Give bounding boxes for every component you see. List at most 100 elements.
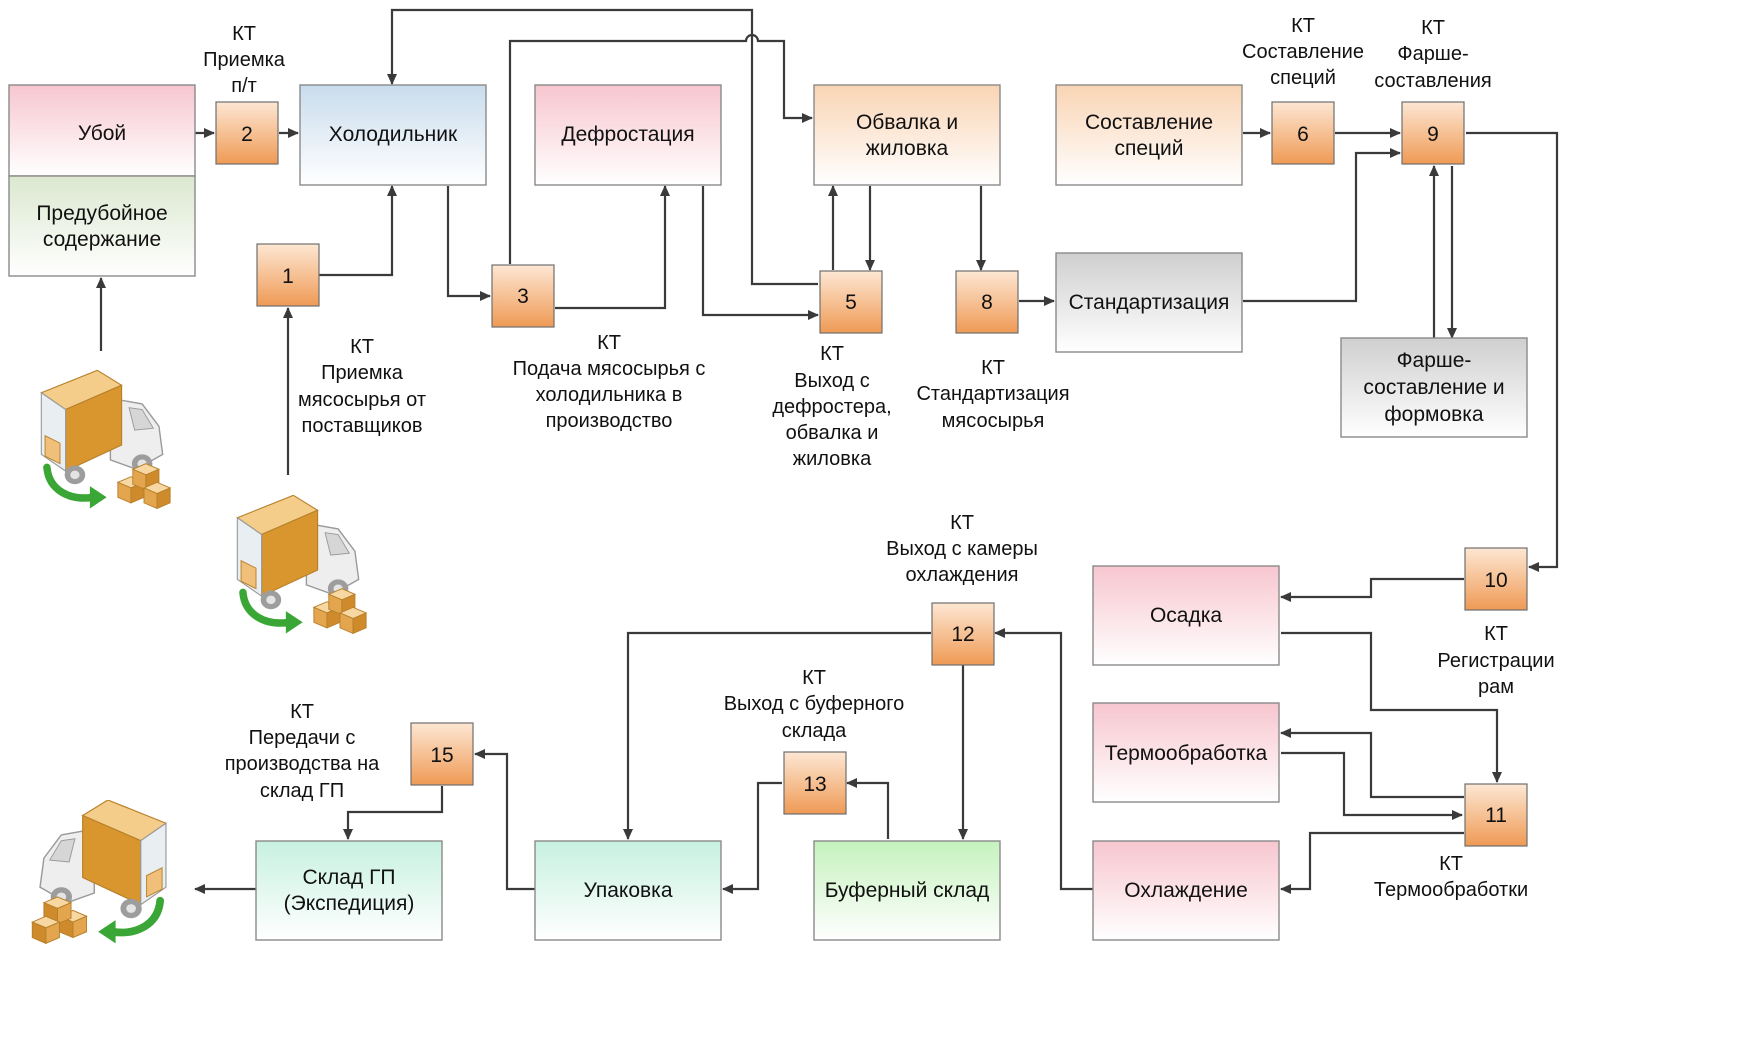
label-cp10-line-2: Регистрации bbox=[1437, 650, 1554, 672]
label-cp3-line-3: холодильника в bbox=[536, 384, 683, 406]
label-cp9: КТ Фарше- составления bbox=[1374, 17, 1491, 92]
box-holod-shape bbox=[299, 84, 487, 186]
label-cp3-line-4: производство bbox=[546, 410, 673, 432]
label-cp12-line-3: охлаждения bbox=[906, 564, 1019, 586]
checkpoint-10: 10 bbox=[1464, 547, 1528, 611]
arrow-10-to-osadka bbox=[1280, 577, 1464, 602]
label-cp2-line-1: КТ bbox=[232, 23, 256, 45]
box-farsh-shape bbox=[1340, 337, 1528, 438]
label-cp5-line-1: КТ bbox=[820, 343, 844, 365]
label-cp6-line-1: КТ bbox=[1291, 15, 1315, 37]
arrow-13-to-upakovka bbox=[722, 781, 782, 894]
box-upakovka-label: Упаковка bbox=[583, 879, 672, 902]
box-sklad-label-1: Склад ГП bbox=[302, 866, 395, 889]
checkpoint-6-number: 6 bbox=[1297, 123, 1309, 146]
box-ohlazh-shape bbox=[1092, 840, 1280, 941]
box-sklad: Склад ГП (Экспедиция) bbox=[255, 840, 443, 941]
checkpoint-1-number: 1 bbox=[282, 265, 294, 288]
box-farsh-label-3: формовка bbox=[1384, 403, 1484, 426]
box-termo-shape bbox=[1092, 702, 1280, 803]
label-cp13-line-2: Выход с буферного bbox=[724, 693, 905, 715]
box-standart: Стандартизация bbox=[1055, 252, 1243, 353]
label-cp15-line-4: склад ГП bbox=[260, 780, 344, 802]
connectors bbox=[96, 8, 1559, 894]
box-osadka-label: Осадка bbox=[1150, 604, 1222, 627]
box-holod: Холодильник bbox=[299, 84, 487, 186]
box-sost-spec-shape bbox=[1055, 84, 1243, 186]
arrow-ohlazh-to-12 bbox=[994, 628, 1093, 891]
label-cp12-line-2: Выход с камеры bbox=[886, 538, 1038, 560]
label-cp13: КТ Выход с буферного склада bbox=[724, 667, 905, 742]
label-cp11-line-1: КТ bbox=[1439, 853, 1463, 875]
box-termo: Термообработка bbox=[1092, 702, 1280, 803]
label-cp10-line-3: рам bbox=[1478, 676, 1514, 698]
label-cp11: КТ Термообработки bbox=[1374, 853, 1528, 901]
checkpoint-3: 3 bbox=[491, 264, 555, 328]
arrow-15-to-sklad bbox=[343, 786, 444, 840]
label-cp13-line-3: склада bbox=[782, 720, 847, 742]
box-ohlazh-label: Охлаждение bbox=[1124, 879, 1248, 902]
label-cp15-line-2: Передачи с bbox=[249, 727, 356, 749]
label-cp10: КТ Регистрации рам bbox=[1437, 623, 1554, 698]
label-cp3-line-2: Подача мясосырья с bbox=[513, 358, 706, 380]
box-farsh-label-1: Фарше- bbox=[1397, 349, 1472, 372]
box-obvalka-label-1: Обвалка и bbox=[856, 111, 958, 134]
arrow-3-to-defrost bbox=[555, 185, 670, 310]
box-uboi-label: Убой bbox=[78, 122, 126, 145]
label-cp2-line-3: п/т bbox=[231, 75, 257, 97]
checkpoint-15-number: 15 bbox=[430, 744, 453, 767]
box-predub-label-2: содержание bbox=[43, 228, 161, 251]
box-osadka-shape bbox=[1092, 565, 1280, 666]
label-cp15-line-3: производства на bbox=[225, 753, 380, 775]
box-standart-shape bbox=[1055, 252, 1243, 353]
arrow-bufer-to-13 bbox=[846, 778, 890, 839]
box-sklad-label-2: (Экспедиция) bbox=[284, 892, 415, 915]
checkpoint-12-number: 12 bbox=[951, 623, 974, 646]
label-cp9-line-2: Фарше- bbox=[1397, 43, 1468, 65]
arrow-standart-to-9 bbox=[1243, 148, 1401, 303]
label-cp1-line-2: Приемка bbox=[321, 362, 404, 384]
label-cp5-line-3: дефростера, bbox=[772, 396, 891, 418]
checkpoint-9: 9 bbox=[1401, 101, 1465, 165]
arrow-12-to-upakovka bbox=[623, 631, 931, 840]
delivery-truck-icon bbox=[41, 370, 170, 508]
label-cp2-line-2: Приемка bbox=[203, 49, 286, 71]
checkpoint-11: 11 bbox=[1464, 783, 1528, 847]
checkpoint-1: 1 bbox=[256, 243, 320, 307]
checkpoint-6: 6 bbox=[1271, 101, 1335, 165]
checkpoint-13-number: 13 bbox=[803, 773, 826, 796]
checkpoint-2-number: 2 bbox=[241, 123, 253, 146]
label-cp8-line-1: КТ bbox=[981, 357, 1005, 379]
label-cp9-line-3: составления bbox=[1374, 70, 1491, 92]
box-sklad-shape bbox=[255, 840, 443, 941]
box-farsh: Фарше- составление и формовка bbox=[1340, 337, 1528, 438]
checkpoint-15: 15 bbox=[410, 722, 474, 786]
checkpoint-3-number: 3 bbox=[517, 285, 529, 308]
arrow-defrost-to-5 bbox=[701, 186, 819, 320]
checkpoint-2: 2 bbox=[215, 101, 279, 165]
checkpoint-9-number: 9 bbox=[1427, 123, 1439, 146]
box-sost-spec: Составление специй bbox=[1055, 84, 1243, 186]
label-cp11-line-2: Термообработки bbox=[1374, 879, 1528, 901]
label-cp3-line-1: КТ bbox=[597, 332, 621, 354]
arrow-1-to-holod bbox=[319, 185, 397, 277]
box-farsh-label-2: составление и bbox=[1363, 376, 1504, 399]
checkpoint-5-number: 5 bbox=[845, 291, 857, 314]
checkpoint-13: 13 bbox=[783, 751, 847, 815]
box-predub: Предубойное содержание bbox=[8, 175, 196, 277]
label-cp2: КТ Приемка п/т bbox=[203, 23, 286, 97]
arrow-osadka-to-11 bbox=[1281, 631, 1502, 783]
label-cp8: КТ Стандартизация мясосырья bbox=[916, 357, 1069, 432]
delivery-truck-icon bbox=[237, 495, 366, 633]
arrow-9-to-10 bbox=[1466, 131, 1559, 572]
box-obvalka-shape bbox=[813, 84, 1001, 186]
label-cp6-line-3: специй bbox=[1270, 67, 1336, 89]
label-cp5-line-2: Выход с bbox=[794, 370, 869, 392]
box-osadka: Осадка bbox=[1092, 565, 1280, 666]
arrow-termo-to-11 bbox=[1281, 751, 1463, 820]
box-ohlazh: Охлаждение bbox=[1092, 840, 1280, 941]
label-cp12: КТ Выход с камеры охлаждения bbox=[886, 512, 1038, 586]
label-cp5-line-5: жиловка bbox=[793, 448, 872, 470]
box-holod-label: Холодильник bbox=[329, 123, 458, 146]
